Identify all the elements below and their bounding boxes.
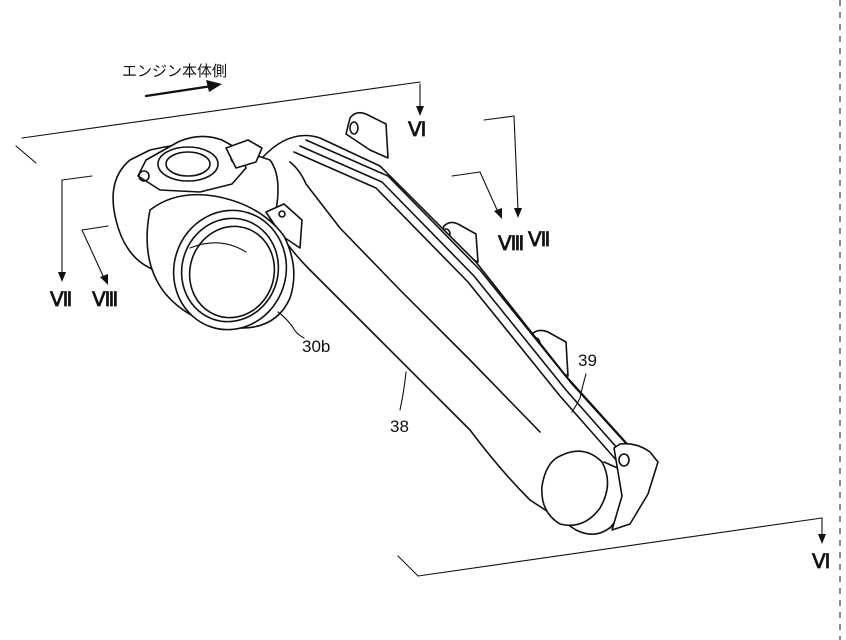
duct-flange-inner	[299, 145, 641, 475]
mounting-hole-top	[349, 121, 359, 135]
air-duct-body	[261, 134, 647, 535]
section-mark-vii-right: Ⅶ	[527, 229, 550, 251]
mounting-hole-end	[618, 453, 630, 467]
section-line-viii-left	[81, 225, 109, 285]
inlet-mouth-outer	[172, 209, 288, 331]
leader-line-39	[571, 373, 587, 413]
direction-arrow	[144, 80, 222, 98]
section-line-vi-bottom	[397, 517, 826, 577]
label-38: 38	[390, 417, 409, 436]
section-line-vii-left	[58, 175, 93, 282]
duct-flange-lip	[293, 151, 633, 479]
section-line-vi-top	[15, 81, 424, 164]
duct-outlet-end	[541, 450, 609, 527]
section-mark-viii-left: Ⅷ	[91, 289, 118, 311]
duct-flange-outer	[305, 139, 651, 471]
bolt-hole-left	[138, 170, 150, 182]
elbow-bracket	[225, 139, 263, 169]
label-39: 39	[578, 351, 597, 370]
section-mark-vii-left: Ⅶ	[49, 289, 72, 311]
section-mark-viii-right: Ⅷ	[497, 233, 524, 255]
inlet-mouth-rim	[180, 217, 280, 323]
leader-line-38	[399, 371, 407, 411]
duct-top-edge	[289, 161, 541, 433]
leader-line-30b	[277, 311, 305, 339]
section-line-vii-right	[483, 115, 522, 218]
inlet-bracket-hole	[278, 210, 286, 218]
label-30b: 30b	[302, 337, 330, 356]
elbow-top-port-inner	[165, 151, 211, 177]
section-mark-vi-bottom: Ⅵ	[811, 551, 830, 573]
section-mark-vi-top: Ⅵ	[407, 119, 426, 141]
section-line-viii-right	[451, 171, 502, 219]
mounting-tab-top	[345, 111, 389, 159]
inlet-mouth-inner	[188, 225, 276, 319]
inlet-inner-shade	[189, 242, 247, 253]
direction-label: エンジン本体側	[122, 62, 227, 80]
